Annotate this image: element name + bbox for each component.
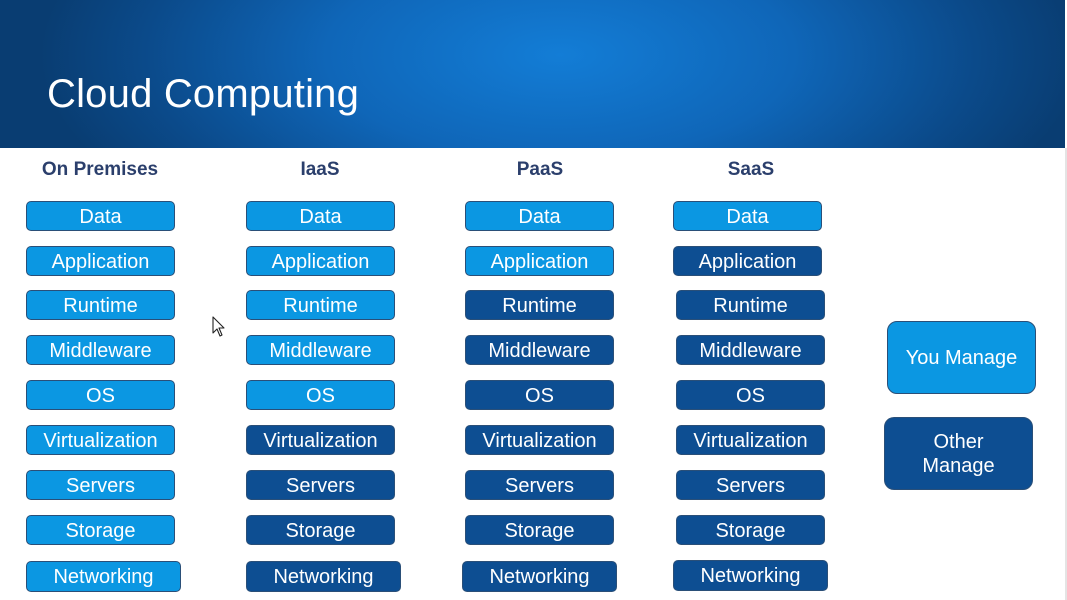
on-premises-middleware-box: Middleware — [26, 335, 175, 365]
paas-middleware-box: Middleware — [465, 335, 614, 365]
column-heading-on-premises: On Premises — [41, 159, 159, 180]
paas-runtime-box: Runtime — [465, 290, 614, 320]
on-premises-os-box: OS — [26, 380, 175, 410]
saas-servers-box: Servers — [676, 470, 825, 500]
iaas-data-box: Data — [246, 201, 395, 231]
on-premises-networking-box: Networking — [26, 561, 181, 592]
on-premises-application-box: Application — [26, 246, 175, 276]
slide-title: Cloud Computing — [47, 72, 360, 116]
paas-servers-box: Servers — [465, 470, 614, 500]
legend-other-manage-line2: Manage — [922, 454, 995, 477]
paas-data-box: Data — [465, 201, 614, 231]
column-heading-saas: SaaS — [727, 159, 775, 180]
legend-you-manage: You Manage — [887, 321, 1036, 394]
saas-runtime-box: Runtime — [676, 290, 825, 320]
paas-virtualization-box: Virtualization — [465, 425, 614, 455]
saas-data-box: Data — [673, 201, 822, 231]
saas-application-box: Application — [673, 246, 822, 276]
title-banner: Cloud Computing — [0, 0, 1065, 148]
iaas-virtualization-box: Virtualization — [246, 425, 395, 455]
column-heading-iaas: IaaS — [300, 159, 340, 180]
saas-virtualization-box: Virtualization — [676, 425, 825, 455]
saas-middleware-box: Middleware — [676, 335, 825, 365]
on-premises-virtualization-box: Virtualization — [26, 425, 175, 455]
paas-application-box: Application — [465, 246, 614, 276]
iaas-servers-box: Servers — [246, 470, 395, 500]
on-premises-servers-box: Servers — [26, 470, 175, 500]
iaas-middleware-box: Middleware — [246, 335, 395, 365]
iaas-os-box: OS — [246, 380, 395, 410]
iaas-application-box: Application — [246, 246, 395, 276]
paas-os-box: OS — [465, 380, 614, 410]
saas-storage-box: Storage — [676, 515, 825, 545]
iaas-networking-box: Networking — [246, 561, 401, 592]
mouse-pointer-icon — [212, 316, 225, 337]
legend-other-manage-line1: Other — [933, 430, 984, 453]
legend-other-manage: Other Manage — [884, 417, 1033, 490]
iaas-storage-box: Storage — [246, 515, 395, 545]
paas-networking-box: Networking — [462, 561, 617, 592]
iaas-runtime-box: Runtime — [246, 290, 395, 320]
slide-edge — [1065, 148, 1067, 600]
on-premises-data-box: Data — [26, 201, 175, 231]
paas-storage-box: Storage — [465, 515, 614, 545]
on-premises-storage-box: Storage — [26, 515, 175, 545]
saas-os-box: OS — [676, 380, 825, 410]
legend-you-manage-label: You Manage — [905, 346, 1018, 369]
saas-networking-box: Networking — [673, 560, 828, 591]
column-heading-paas: PaaS — [516, 159, 564, 180]
on-premises-runtime-box: Runtime — [26, 290, 175, 320]
